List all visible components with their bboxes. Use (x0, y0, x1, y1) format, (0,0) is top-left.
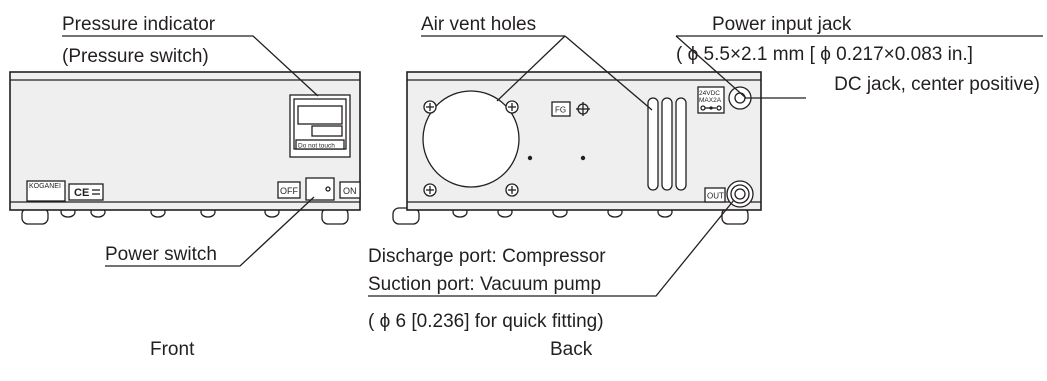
do-not-touch-label: Do not touch (298, 143, 335, 150)
air-vent-slots (647, 97, 687, 191)
power-switch-label: Power switch (105, 244, 217, 265)
screw-points (527, 155, 586, 161)
rocker-switch[interactable] (305, 177, 335, 201)
brand-plate (26, 180, 66, 202)
ce-mark: CE (74, 187, 89, 199)
front-caption: Front (150, 339, 195, 360)
fg-plate (551, 101, 571, 117)
air-vent-leader-fan (496, 35, 566, 102)
air-vent-leader-slots (564, 35, 653, 111)
power-switch-leader (105, 196, 315, 267)
power-jack-spec-line2: DC jack, center positive) (834, 74, 1040, 95)
off-plate (277, 181, 301, 199)
front-view: Do not touch KOGANEI CE OFF ON Pressure … (9, 14, 361, 360)
jack-rating-line1: 24VDC (699, 90, 720, 97)
out-plate (704, 187, 726, 203)
ce-plate (68, 183, 104, 201)
back-caption: Back (550, 339, 593, 360)
power-jack-leader (675, 35, 806, 99)
power-switch[interactable]: OFF ON (277, 177, 361, 201)
air-vent-label: Air vent holes (421, 14, 536, 35)
fan-grille (422, 90, 520, 197)
back-foot-left (392, 207, 420, 225)
back-view: FG 24VDC MAX2A OUT (368, 14, 1043, 360)
power-jack-spec-line1: ( ϕ 5.5×2.1 mm [ ϕ 0.217×0.083 in.] (676, 44, 973, 65)
off-label: OFF (280, 186, 298, 196)
fitting-label: ( ϕ 6 [0.236] for quick fitting) (368, 311, 604, 332)
suction-label: Suction port: Vacuum pump (368, 274, 601, 295)
fg-label: FG (555, 106, 566, 115)
polarity-icon (700, 105, 722, 111)
out-label: OUT (707, 192, 724, 201)
on-plate (339, 181, 361, 199)
discharge-label: Discharge port: Compressor (368, 246, 606, 267)
outlet-leader (368, 199, 735, 297)
pressure-indicator-leader (62, 35, 319, 97)
pressure-switch-label: (Pressure switch) (62, 46, 209, 67)
fg-terminal-icon (576, 102, 590, 116)
pressure-indicator-label: Pressure indicator (62, 14, 216, 35)
power-jack-label: Power input jack (712, 14, 852, 35)
on-label: ON (343, 186, 357, 196)
brand-label: KOGANEI (29, 183, 61, 190)
pressure-indicator: Do not touch (289, 94, 351, 158)
jack-rating-line2: MAX2A (699, 97, 722, 104)
